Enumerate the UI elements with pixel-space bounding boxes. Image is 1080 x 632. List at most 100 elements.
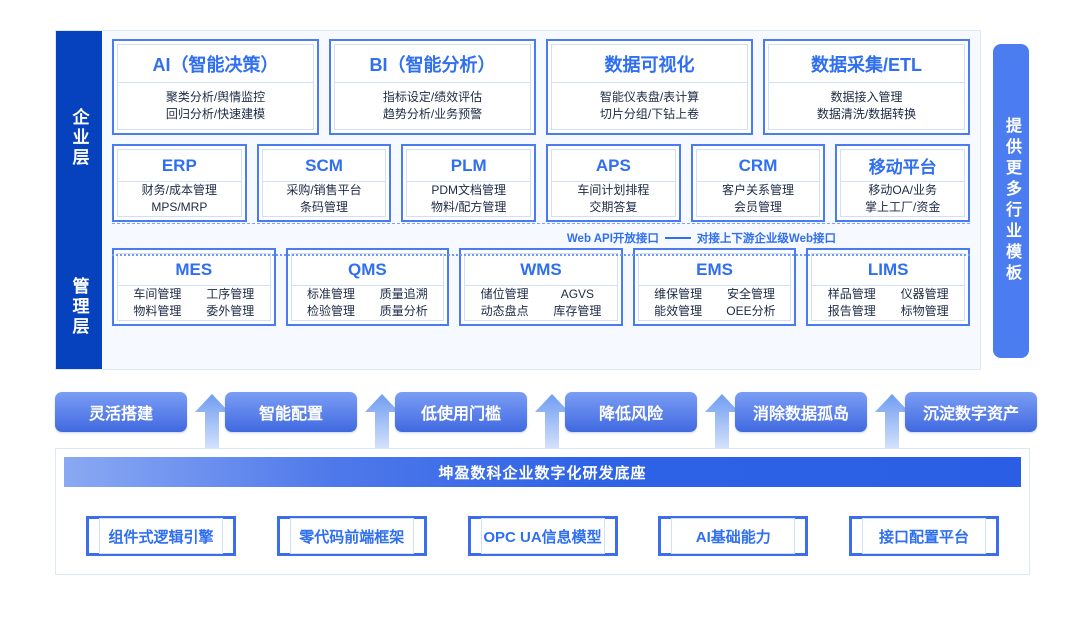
- card-line: 车间计划排程: [577, 183, 650, 197]
- card-line: 掌上工厂/资金: [865, 200, 941, 214]
- card-body: 标准管理 质量追溯 检验管理 质量分析: [290, 285, 445, 321]
- card-line: 移动OA/业务: [868, 183, 938, 197]
- card-body: 数据接入管理 数据清洗/数据转换: [768, 82, 965, 130]
- card-line: 交期答复: [589, 200, 638, 214]
- card-title: LIMS: [811, 253, 965, 285]
- base-chip-zero-code-frontend[interactable]: 零代码前端框架: [276, 516, 427, 556]
- card-body: 车间管理 工序管理 物料管理 委外管理: [117, 285, 271, 321]
- card-body: 指标设定/绩效评估 趋势分析/业务预警: [334, 82, 531, 130]
- card-body: 智能仪表盘/表计算 切片分组/下钻上卷: [551, 82, 748, 130]
- benefit-pill[interactable]: 智能配置: [225, 392, 357, 432]
- card-line: 条码管理: [300, 200, 349, 214]
- base-chip-ai-capability[interactable]: AI基础能力: [658, 516, 809, 556]
- card-title: CRM: [695, 149, 821, 181]
- card-cell: 标物管理: [900, 304, 949, 318]
- card-cell: 工序管理: [206, 287, 255, 301]
- web-api-sub-label: 对接上下游企业级Web接口: [696, 233, 836, 245]
- card-plm[interactable]: PLM PDM文档管理 物料/配方管理: [401, 144, 537, 222]
- card-line: 会员管理: [734, 200, 783, 214]
- card-title: WMS: [464, 253, 618, 285]
- card-scm[interactable]: SCM 采购/销售平台 条码管理: [256, 144, 392, 222]
- card-line: MPS/MRP: [151, 200, 208, 214]
- card-cell: AGVS: [560, 287, 595, 301]
- up-arrow-icon: [705, 394, 739, 452]
- card-title: 数据可视化: [551, 44, 748, 82]
- base-platform-title-bar: 坤盈数科企业数字化研发底座: [64, 457, 1021, 487]
- card-line: PDM文档管理: [431, 183, 507, 197]
- industry-template-label: 提供更多行业模板: [1003, 117, 1020, 285]
- base-chip-opc-ua-model[interactable]: OPC UA信息模型: [467, 516, 618, 556]
- enterprise-row-applications: ERP 财务/成本管理 MPS/MRP SCM 采购/销售平台 条码管理 PLM…: [112, 144, 971, 222]
- layer-rail: 企业层 管理层: [56, 31, 102, 369]
- card-cell: 储位管理: [480, 287, 529, 301]
- card-mes[interactable]: MES 车间管理 工序管理 物料管理 委外管理: [112, 248, 276, 326]
- management-row: MES 车间管理 工序管理 物料管理 委外管理 QMS 标准管理 质量追溯 检验…: [112, 248, 970, 326]
- card-title: ERP: [117, 149, 242, 181]
- card-line: 智能仪表盘/表计算: [599, 90, 700, 104]
- card-cell: 报告管理: [827, 304, 876, 318]
- architecture-body: AI（智能决策） 聚类分析/舆情监控 回归分析/快速建模 BI（智能分析） 指标…: [102, 31, 980, 369]
- enterprise-row-analytics: AI（智能决策） 聚类分析/舆情监控 回归分析/快速建模 BI（智能分析） 指标…: [112, 39, 970, 135]
- card-ems[interactable]: EMS 维保管理 安全管理 能效管理 OEE分析: [632, 248, 797, 326]
- card-body: 移动OA/业务 掌上工厂/资金: [840, 181, 966, 217]
- card-data-etl[interactable]: 数据采集/ETL 数据接入管理 数据清洗/数据转换: [763, 39, 970, 135]
- card-cell: 委外管理: [206, 304, 255, 318]
- web-api-label-group: Web API开放接口 对接上下游企业级Web接口: [560, 230, 966, 246]
- base-platform-panel: 坤盈数科企业数字化研发底座 组件式逻辑引擎 零代码前端框架 OPC UA信息模型…: [55, 448, 1030, 575]
- web-api-label: Web API开放接口: [566, 233, 659, 245]
- base-chip-label: 接口配置平台: [862, 518, 986, 554]
- base-chip-label: 零代码前端框架: [289, 518, 414, 554]
- card-qms[interactable]: QMS 标准管理 质量追溯 检验管理 质量分析: [285, 248, 450, 326]
- card-cell: 库存管理: [553, 304, 602, 318]
- card-wms[interactable]: WMS 储位管理 AGVS 动态盘点 库存管理: [459, 248, 623, 326]
- card-crm[interactable]: CRM 客户关系管理 会员管理: [690, 144, 826, 222]
- base-chip-label: 组件式逻辑引擎: [99, 518, 223, 554]
- card-line: 客户关系管理: [722, 183, 795, 197]
- card-cell: OEE分析: [726, 304, 776, 318]
- card-body: 客户关系管理 会员管理: [695, 181, 821, 217]
- card-cell: 检验管理: [306, 304, 355, 318]
- card-line: 采购/销售平台: [286, 183, 362, 197]
- architecture-panel: 企业层 管理层 AI（智能决策） 聚类分析/舆情监控 回归分析/快速建模 BI（…: [55, 30, 981, 370]
- card-erp[interactable]: ERP 财务/成本管理 MPS/MRP: [112, 144, 247, 222]
- card-cell: 样品管理: [827, 287, 876, 301]
- card-title: AI（智能决策）: [117, 44, 314, 82]
- benefit-pill[interactable]: 沉淀数字资产: [905, 392, 1037, 432]
- card-data-visualization[interactable]: 数据可视化 智能仪表盘/表计算 切片分组/下钻上卷: [546, 39, 753, 135]
- up-arrow-icon: [365, 394, 399, 452]
- card-cell: 车间管理: [133, 287, 182, 301]
- card-lims[interactable]: LIMS 样品管理 仪器管理 报告管理 标物管理: [806, 248, 970, 326]
- benefit-pill[interactable]: 低使用门槛: [395, 392, 527, 432]
- card-mobile-platform[interactable]: 移动平台 移动OA/业务 掌上工厂/资金: [835, 144, 971, 222]
- divider-solid-segment: [664, 237, 691, 239]
- industry-template-pill[interactable]: 提供更多行业模板: [993, 44, 1029, 358]
- card-cell: 仪器管理: [900, 287, 949, 301]
- card-title: EMS: [637, 253, 792, 285]
- card-title: QMS: [290, 253, 445, 285]
- card-line: 物料/配方管理: [431, 200, 507, 214]
- card-cell: 动态盘点: [480, 304, 529, 318]
- benefit-pill[interactable]: 灵活搭建: [55, 392, 187, 432]
- card-body: 采购/销售平台 条码管理: [261, 181, 387, 217]
- layer-label-enterprise: 企业层: [69, 107, 89, 168]
- card-body: 聚类分析/舆情监控 回归分析/快速建模: [117, 82, 314, 130]
- card-body: 财务/成本管理 MPS/MRP: [117, 181, 242, 217]
- card-bi[interactable]: BI（智能分析） 指标设定/绩效评估 趋势分析/业务预警: [329, 39, 536, 135]
- card-line: 回归分析/快速建模: [165, 107, 266, 121]
- base-chip-api-config-platform[interactable]: 接口配置平台: [849, 516, 999, 556]
- card-line: 数据接入管理: [830, 90, 903, 104]
- benefit-pill[interactable]: 降低风险: [565, 392, 697, 432]
- card-cell: 能效管理: [654, 304, 703, 318]
- card-title: 移动平台: [840, 149, 966, 181]
- card-line: 切片分组/下钻上卷: [599, 107, 700, 121]
- card-cell: 质量追溯: [379, 287, 428, 301]
- up-arrow-icon: [535, 394, 569, 452]
- card-title: MES: [117, 253, 271, 285]
- card-title: SCM: [261, 149, 387, 181]
- card-aps[interactable]: APS 车间计划排程 交期答复: [546, 144, 681, 222]
- benefit-pill[interactable]: 消除数据孤岛: [735, 392, 867, 432]
- base-chip-component-logic-engine[interactable]: 组件式逻辑引擎: [86, 516, 236, 556]
- base-platform-items: 组件式逻辑引擎 零代码前端框架 OPC UA信息模型 AI基础能力 接口配置平台: [64, 513, 1021, 559]
- card-ai[interactable]: AI（智能决策） 聚类分析/舆情监控 回归分析/快速建模: [112, 39, 319, 135]
- card-title: APS: [551, 149, 676, 181]
